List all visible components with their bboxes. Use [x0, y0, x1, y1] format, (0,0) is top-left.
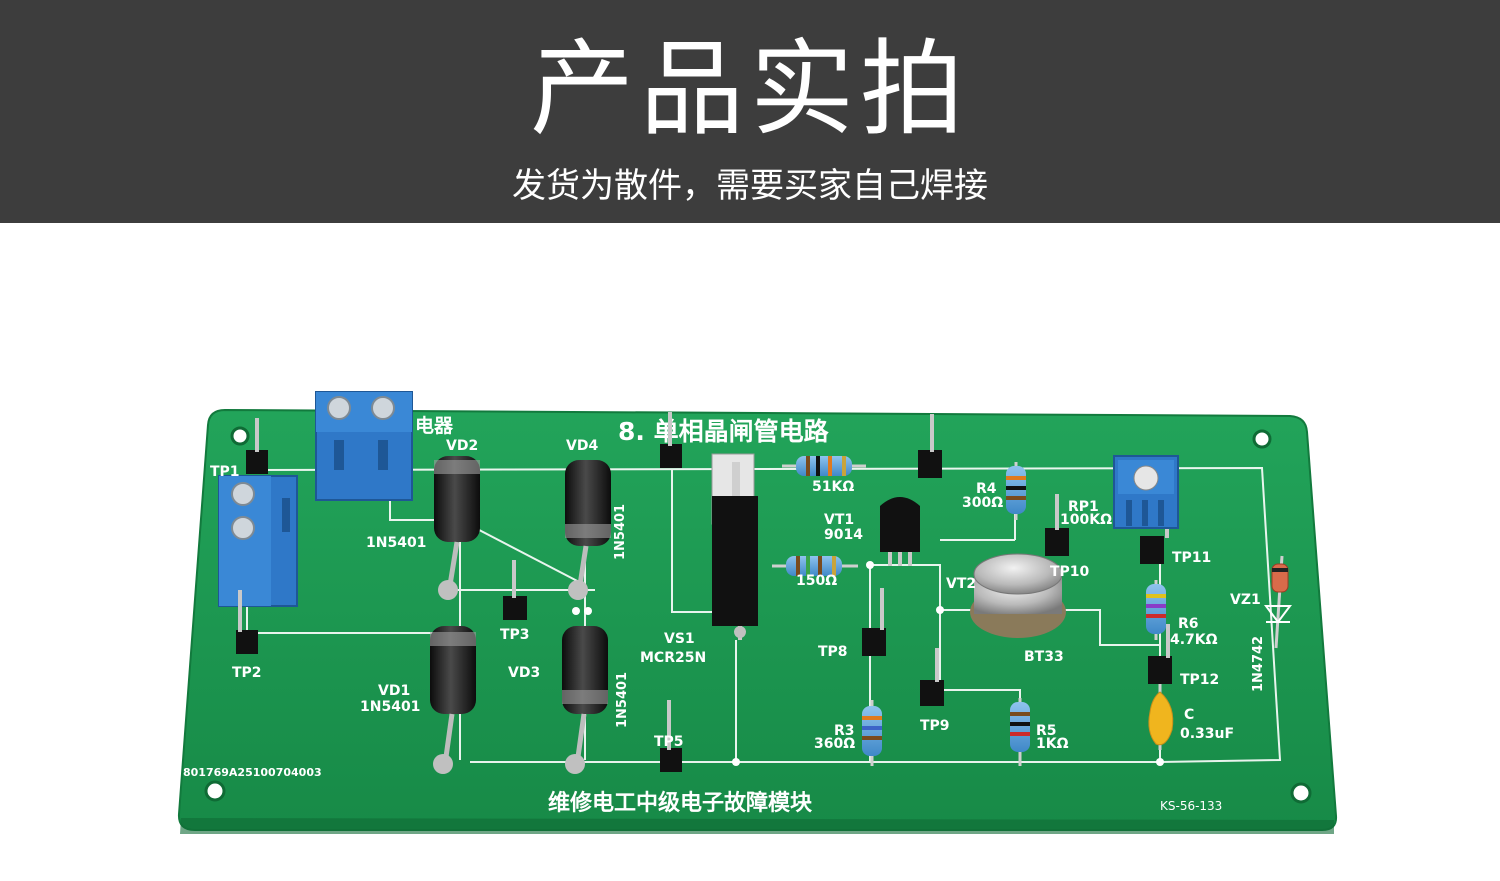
- label-vd1-part: 1N5401: [360, 699, 420, 715]
- label-vz1-part: 1N4742: [1251, 636, 1266, 692]
- label-r2-value: 150Ω: [796, 573, 837, 589]
- banner-title: 产品实拍: [529, 28, 970, 150]
- label-vs1: VS1: [664, 631, 695, 647]
- board-model: KS-56-133: [1160, 799, 1222, 813]
- label-tp8: TP8: [818, 644, 848, 660]
- label-r6: R6: [1178, 616, 1199, 632]
- label-r3-value: 360Ω: [814, 736, 855, 752]
- board-title: 8. 单相晶闸管电路: [618, 417, 830, 446]
- board-footer: 维修电工中级电子故障模块: [548, 790, 813, 816]
- trace-nodes: [572, 561, 1164, 766]
- label-rp1-value: 100KΩ: [1060, 512, 1112, 528]
- label-tp1: TP1: [210, 464, 240, 480]
- capacitor-c: [1148, 684, 1174, 750]
- board-serial: 801769A25100704003: [183, 766, 322, 779]
- label-vs1-part: MCR25N: [640, 650, 706, 666]
- label-tp11: TP11: [1172, 550, 1211, 566]
- transistor-vt1: [880, 497, 920, 566]
- label-vd2-part: 1N5401: [366, 535, 426, 551]
- label-vd4: VD4: [566, 438, 598, 454]
- label-r6-value: 4.7KΩ: [1170, 632, 1218, 648]
- top-banner: 产品实拍 发货为散件，需要买家自己焊接: [0, 0, 1500, 223]
- label-vd4-part: 1N5401: [613, 504, 628, 560]
- label-vz1: VZ1: [1230, 592, 1261, 608]
- label-tp10: TP10: [1050, 564, 1090, 580]
- label-tp2: TP2: [232, 665, 262, 681]
- resistor-150: [772, 556, 858, 576]
- label-vd3: VD3: [508, 665, 540, 681]
- label-r4-value: 300Ω: [962, 495, 1003, 511]
- diode-vd3: [562, 626, 608, 774]
- diode-vd4: [565, 460, 611, 600]
- mounting-holes: [204, 426, 1312, 804]
- label-vt2: VT2: [946, 576, 976, 592]
- relay-label-fragment: 电器: [415, 414, 454, 437]
- label-tp12: TP12: [1180, 672, 1219, 688]
- terminal-block-left: [218, 475, 298, 607]
- label-r1-value: 51KΩ: [812, 479, 854, 495]
- label-vd1: VD1: [378, 683, 410, 699]
- resistor-r6: [1146, 580, 1166, 640]
- label-r4: R4: [976, 481, 997, 497]
- ujt-vt2: [970, 553, 1066, 638]
- banner-subtitle: 发货为散件，需要买家自己焊接: [512, 166, 988, 206]
- terminal-block-top: [315, 391, 413, 501]
- label-r5: R5: [1036, 723, 1057, 739]
- product-photo: 8. 单相晶闸管电路 维修电工中级电子故障模块 801769A251007040…: [0, 223, 1500, 881]
- resistor-51k: [782, 456, 866, 476]
- zener-vz1: [1264, 555, 1292, 649]
- label-vt1: VT1: [824, 512, 854, 528]
- label-c: C: [1184, 707, 1194, 723]
- label-tp9: TP9: [920, 718, 950, 734]
- label-tp5: TP5: [654, 734, 684, 750]
- potentiometer-rp1: [1113, 455, 1179, 529]
- diode-vd2: [434, 456, 480, 600]
- resistor-r3: [862, 700, 882, 766]
- diode-vd1: [430, 626, 476, 774]
- thyristor-vs1: [711, 453, 758, 640]
- label-r5-value: 1KΩ: [1036, 736, 1069, 752]
- label-vd3-part: 1N5401: [615, 672, 630, 728]
- label-vt1-part: 9014: [824, 527, 863, 543]
- label-vd2: VD2: [446, 438, 478, 454]
- pcb-illustration: 8. 单相晶闸管电路 维修电工中级电子故障模块 801769A251007040…: [177, 391, 1338, 834]
- label-r3: R3: [834, 723, 855, 739]
- label-tp3: TP3: [500, 627, 530, 643]
- label-vt2-part: BT33: [1024, 649, 1064, 665]
- resistor-r5: [1010, 698, 1030, 766]
- label-c-value: 0.33uF: [1180, 726, 1234, 742]
- resistor-r4: [1006, 462, 1026, 520]
- label-rp1: RP1: [1068, 499, 1099, 515]
